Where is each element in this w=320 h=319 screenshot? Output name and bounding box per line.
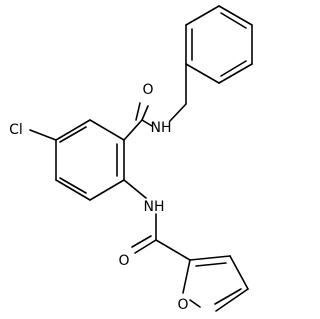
molecule-structure-diagram: O NH Cl NH O O bbox=[9, 5, 253, 313]
bond bbox=[215, 288, 249, 312]
atom-label-furan-oxygen: O bbox=[177, 297, 188, 313]
benzyl-phenyl-ring bbox=[185, 5, 253, 84]
bond bbox=[229, 255, 249, 290]
bond bbox=[59, 126, 87, 143]
bond bbox=[141, 105, 149, 121]
bond bbox=[185, 5, 220, 26]
bond bbox=[55, 119, 91, 141]
furan-amide-linkage bbox=[123, 179, 191, 261]
bond bbox=[189, 299, 201, 308]
atom-label-amide-oxygen-bottom: O bbox=[118, 253, 129, 269]
bond bbox=[135, 102, 141, 121]
atom-labels: O NH Cl NH O O bbox=[9, 78, 189, 313]
bond bbox=[182, 259, 191, 294]
bond bbox=[89, 119, 125, 141]
central-benzene-ring bbox=[55, 119, 125, 201]
bond bbox=[134, 239, 157, 254]
bond bbox=[123, 179, 147, 199]
bond bbox=[55, 179, 91, 201]
bond bbox=[214, 288, 242, 305]
atom-label-amide-oxygen-top: O bbox=[142, 82, 153, 98]
bond bbox=[189, 255, 231, 261]
bond bbox=[195, 262, 227, 267]
atom-label-amide-nh-bottom: NH bbox=[144, 199, 165, 215]
bond bbox=[123, 119, 143, 141]
bond bbox=[218, 5, 253, 26]
atom-label-chloro: Cl bbox=[9, 122, 23, 138]
bond bbox=[141, 119, 153, 127]
bond bbox=[220, 12, 247, 29]
bond bbox=[131, 235, 152, 248]
bond bbox=[169, 103, 187, 122]
furan-ring bbox=[182, 255, 249, 312]
bond bbox=[185, 63, 220, 84]
atom-label-amide-nh-top: NH bbox=[151, 120, 172, 136]
bond bbox=[155, 239, 191, 261]
bond-to-chloro bbox=[29, 129, 57, 141]
benzyl-amide-linkage bbox=[123, 63, 187, 141]
bond bbox=[218, 63, 253, 84]
bond bbox=[89, 179, 125, 201]
bond bbox=[59, 177, 87, 194]
bond bbox=[220, 60, 247, 77]
